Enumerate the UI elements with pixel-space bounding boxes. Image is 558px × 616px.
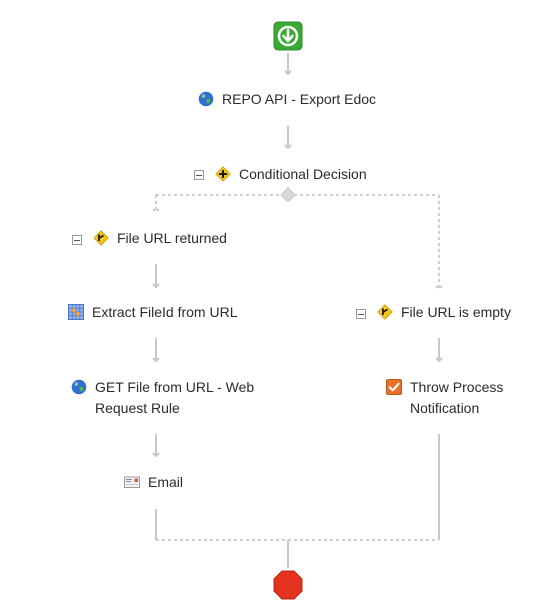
node-label: Email (148, 474, 184, 490)
connectors (152, 53, 443, 568)
node-label: Throw Process Notification (410, 379, 504, 416)
node-label: REPO API - Export Edoc (222, 91, 377, 107)
start-node[interactable] (273, 21, 303, 51)
node-extract-fileid[interactable]: Extract FileId from URL (68, 302, 237, 323)
stop-icon (273, 570, 303, 600)
node-repo-api[interactable]: REPO API - Export Edoc (198, 89, 376, 110)
node-label: Conditional Decision (239, 166, 367, 182)
node-label: Extract FileId from URL (92, 304, 238, 320)
collapse-toggle-url-empty[interactable] (356, 309, 366, 319)
checkbox-icon (386, 379, 402, 395)
email-icon (124, 476, 140, 488)
node-label: File URL is empty (401, 304, 511, 320)
collapse-toggle-url-returned[interactable] (72, 235, 82, 245)
node-throw-notification[interactable]: Throw Process Notification (386, 377, 503, 419)
branch-icon (377, 304, 393, 320)
globe-icon (71, 379, 87, 395)
node-file-url-returned[interactable]: File URL returned (93, 228, 227, 249)
node-conditional-decision[interactable]: Conditional Decision (215, 164, 367, 185)
node-get-file[interactable]: GET File from URL - Web Request Rule (71, 377, 254, 419)
collapse-toggle-conditional[interactable] (194, 170, 204, 180)
node-label: GET File from URL - Web Request Rule (95, 379, 255, 416)
branch-icon (93, 230, 109, 246)
node-file-url-empty[interactable]: File URL is empty (377, 302, 511, 323)
decision-diamond[interactable] (280, 187, 296, 203)
node-email[interactable]: Email (124, 472, 183, 493)
globe-icon (198, 91, 214, 107)
end-node[interactable] (273, 570, 303, 600)
decision-icon (215, 166, 231, 182)
start-download-icon (277, 25, 299, 47)
node-label: File URL returned (117, 230, 227, 246)
grid-icon (68, 304, 84, 320)
